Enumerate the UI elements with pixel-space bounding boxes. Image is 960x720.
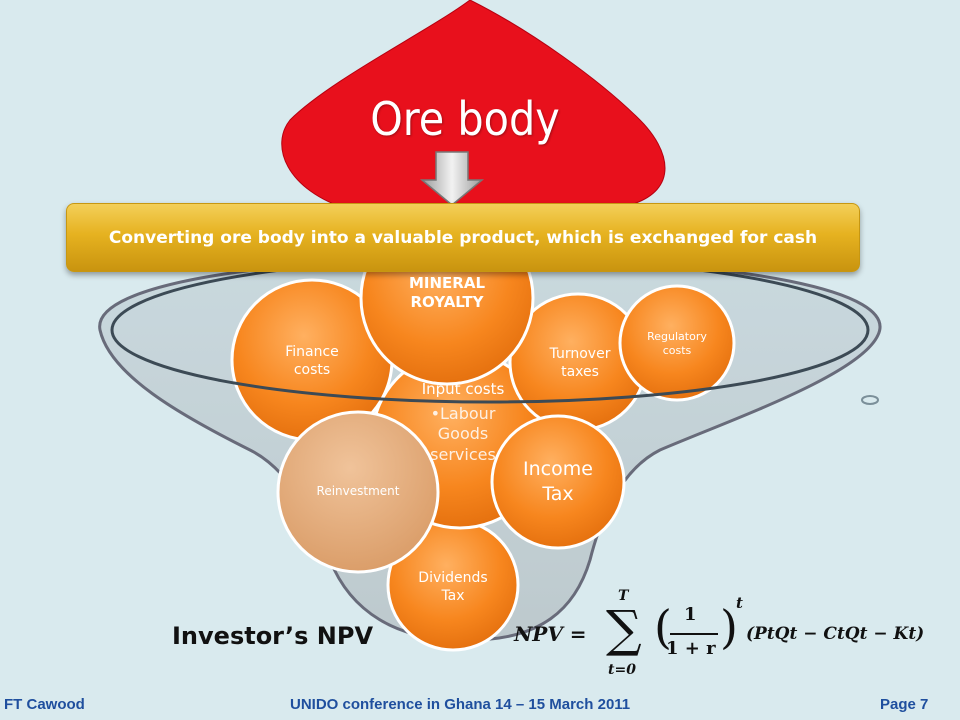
investor-npv-label: Investor’s NPV [172, 622, 374, 650]
down-arrow-icon [419, 151, 485, 206]
formula-frac-den: 1 + r [666, 638, 716, 659]
input-costs-item-services: services [430, 445, 496, 465]
reinvestment-label: Reinvestment [298, 482, 418, 502]
sigma-icon: ∑ [606, 600, 642, 658]
dividends-tax-line1: Dividends [418, 569, 488, 586]
fraction-bar [670, 633, 718, 635]
finance-costs-line1: Finance [285, 343, 339, 360]
right-paren-icon: ) [720, 600, 738, 654]
formula-frac-num: 1 [684, 604, 697, 625]
input-costs-item-goods: Goods [437, 424, 489, 444]
formula-sum-bottom: t=0 [608, 662, 636, 678]
formula-sum-top: T [618, 588, 629, 604]
mineral-royalty-line2: ROYALTY [410, 293, 484, 311]
footer-author: FT Cawood [4, 696, 85, 713]
turnover-taxes-line1: Turnover [549, 345, 611, 362]
reinvestment-text: Reinvestment [316, 484, 400, 499]
regulatory-costs-line2: costs [662, 344, 692, 357]
income-tax-line1: Income [523, 458, 593, 481]
regulatory-costs-label: Regulatory costs [630, 325, 724, 363]
finance-costs-line2: costs [293, 362, 331, 378]
banner-text: Converting ore body into a valuable prod… [108, 227, 818, 248]
small-oval [861, 395, 879, 405]
formula-exponent: t [736, 594, 743, 612]
conversion-banner: Converting ore body into a valuable prod… [66, 203, 860, 272]
input-costs-title: Input costs [421, 380, 505, 398]
dividends-tax-line2: Tax [441, 588, 465, 604]
left-paren-icon: ( [654, 600, 672, 654]
regulatory-costs-line1: Regulatory [647, 329, 707, 343]
regulatory-costs-circle [618, 284, 736, 402]
mineral-royalty-label: MINERAL ROYALTY [377, 268, 517, 318]
input-costs-item-labour: •Labour [430, 403, 496, 423]
formula-rhs: (PtQt − CtQt − Kt) [746, 624, 925, 644]
formula-lhs: NPV = [514, 622, 587, 646]
income-tax-line2: Tax [542, 483, 574, 505]
footer-conference: UNIDO conference in Ghana 14 – 15 March … [290, 696, 631, 713]
footer-page: Page 7 [880, 696, 929, 713]
turnover-taxes-label: Turnover taxes [530, 340, 630, 386]
ore-body-title: Ore body [370, 92, 560, 146]
input-costs-label: Input costs •Labour Goods services [398, 380, 528, 490]
dividends-tax-label: Dividends Tax [405, 565, 501, 609]
npv-formula: NPV = T ∑ t=0 ( 1 1 + r ) t (PtQt − CtQt… [514, 588, 944, 682]
income-tax-label: Income Tax [505, 452, 611, 512]
mineral-royalty-line1: MINERAL [408, 273, 486, 292]
reinvestment-circle [276, 410, 440, 574]
turnover-taxes-line2: taxes [561, 364, 599, 380]
income-tax-circle [490, 414, 626, 550]
finance-costs-label: Finance costs [262, 338, 362, 384]
